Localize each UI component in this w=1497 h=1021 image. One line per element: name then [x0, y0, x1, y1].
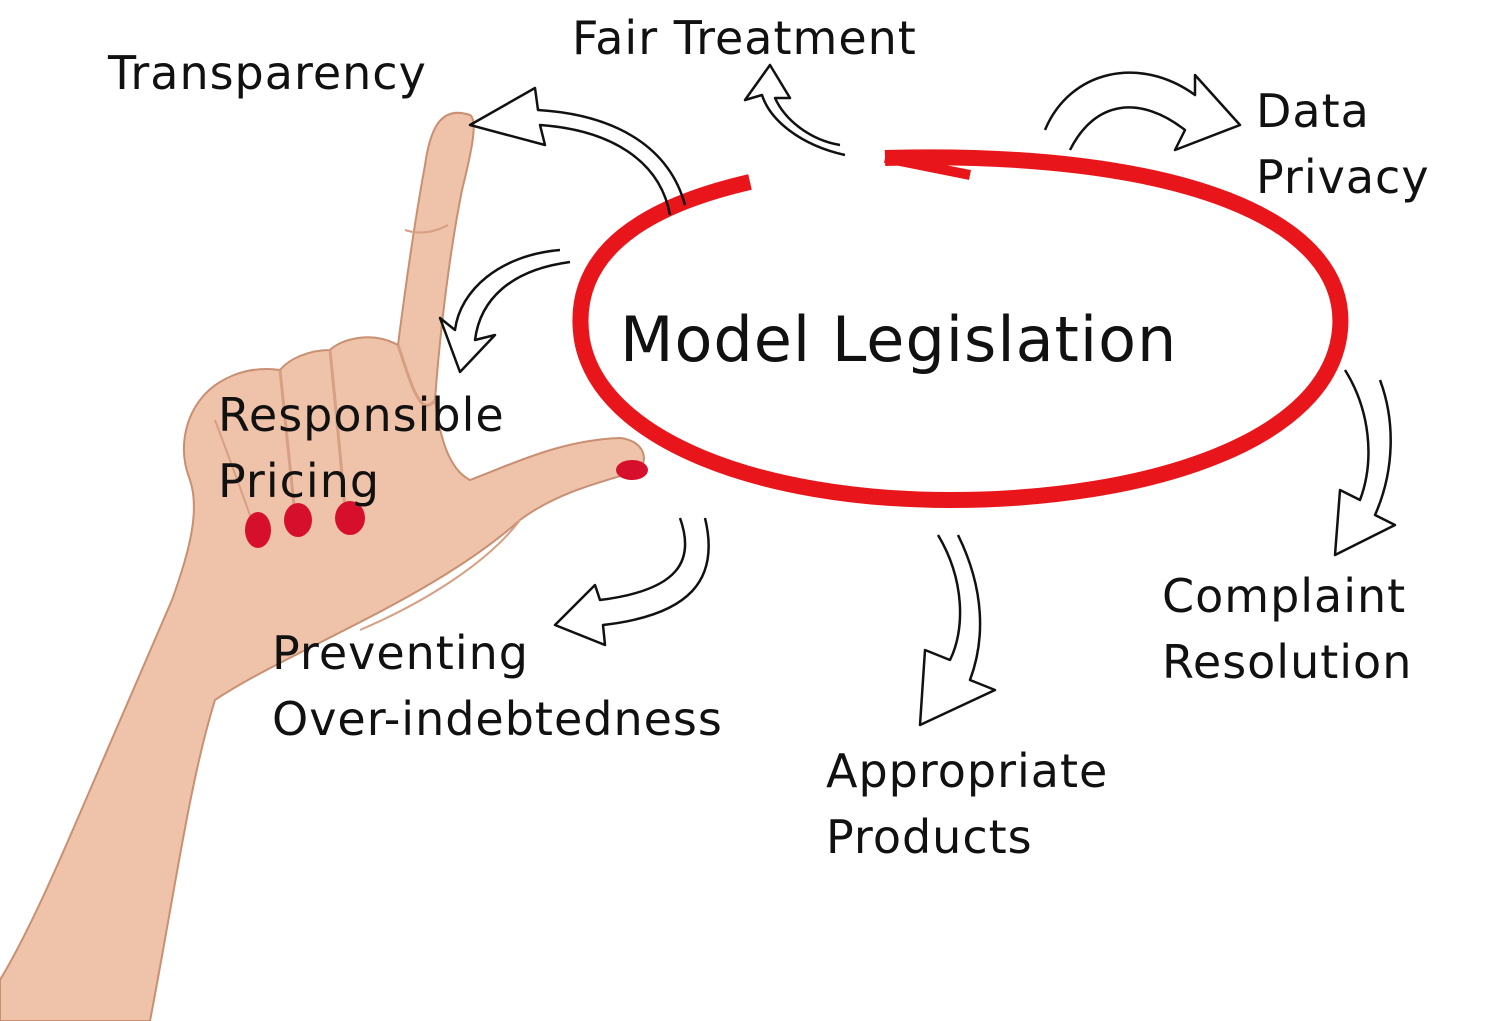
- topic-appropriate-products-line-1: Appropriate: [826, 744, 1109, 798]
- topic-data-privacy-line-1: Data: [1256, 84, 1370, 138]
- center-label: Model Legislation: [620, 303, 1178, 376]
- topic-appropriate-products-line-2: Products: [826, 810, 1033, 864]
- topic-data-privacy-line-2: Privacy: [1256, 150, 1430, 204]
- topic-preventing-line-2: Over-indebtedness: [272, 692, 723, 746]
- topic-complaint-resolution: Complaint Resolution: [1162, 563, 1412, 695]
- topic-fair-treatment: Fair Treatment: [572, 5, 917, 71]
- topic-preventing-line-1: Preventing: [272, 626, 529, 680]
- fingernails: [245, 460, 648, 548]
- topic-complaint-resolution-line-1: Complaint: [1162, 569, 1407, 623]
- hand-pointing-up-icon: [0, 112, 645, 1021]
- topic-responsible-pricing-line-1: Responsible: [218, 388, 505, 442]
- topic-appropriate-products: Appropriate Products: [826, 738, 1108, 870]
- topic-transparency: Transparency: [108, 40, 427, 106]
- topic-transparency-line-1: Transparency: [108, 46, 427, 100]
- arrow-complaint: [1333, 369, 1397, 557]
- arrow-data-privacy: [1043, 71, 1242, 152]
- arrow-responsible-pricing: [438, 248, 571, 374]
- arrow-preventing: [553, 517, 710, 647]
- topic-preventing: Preventing Over-indebtedness: [272, 620, 723, 752]
- arrows: [438, 63, 1397, 727]
- legislation-ring: [572, 149, 1349, 509]
- topic-responsible-pricing-line-2: Pricing: [218, 454, 381, 508]
- topic-data-privacy: Data Privacy: [1256, 78, 1430, 210]
- arrow-appropriate: [918, 534, 997, 727]
- topic-responsible-pricing: Responsible Pricing: [218, 382, 505, 514]
- topic-complaint-resolution-line-2: Resolution: [1162, 635, 1413, 689]
- arrow-fair-treatment: [743, 63, 846, 157]
- topic-fair-treatment-line-1: Fair Treatment: [572, 11, 917, 65]
- arrow-transparency: [468, 86, 687, 216]
